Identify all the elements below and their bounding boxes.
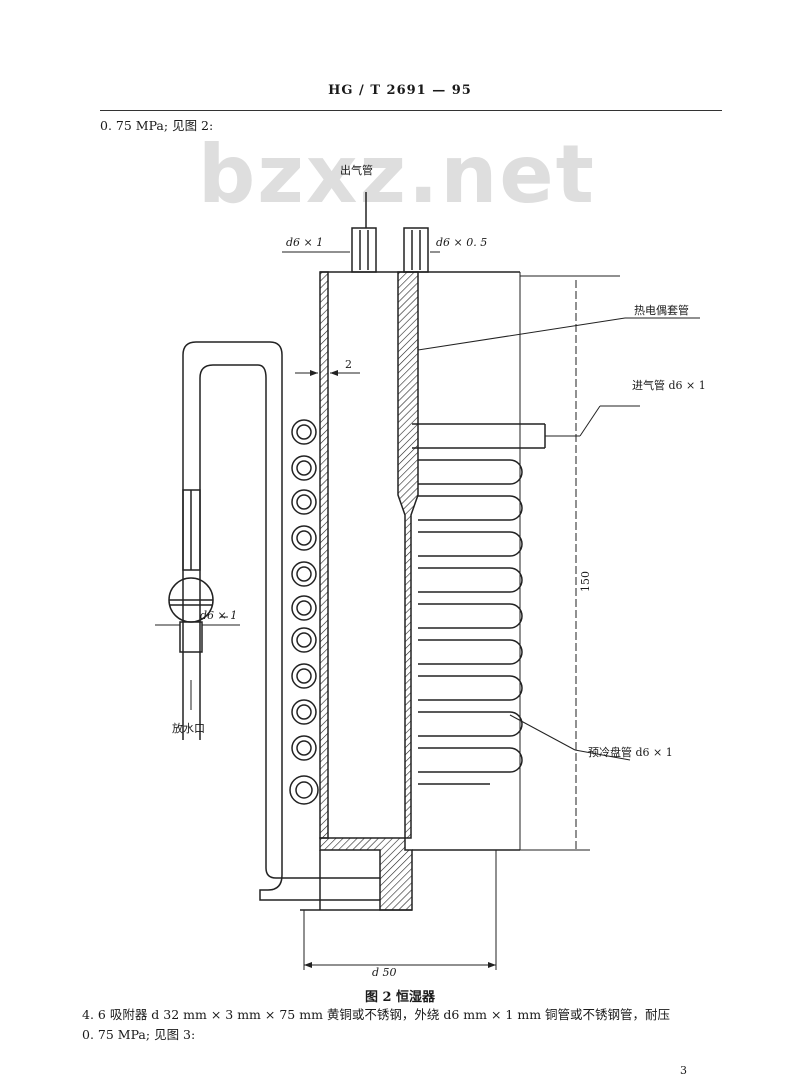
label-pipe-left-size: d6 × 1: [286, 236, 324, 249]
paragraph-4-6-line2: 0. 75 MPa; 见图 3:: [82, 1027, 196, 1042]
label-thermocouple-sleeve: 热电偶套管: [634, 304, 689, 317]
paragraph-4-6-line1: 4. 6 吸附器 d 32 mm × 3 mm × 75 mm 黄铜或不锈钢，外…: [82, 1007, 671, 1022]
page-number: 3: [680, 1064, 687, 1077]
figure-caption: 图 2 恒湿器: [364, 990, 436, 1005]
label-drain-pipe-size: d6 × 1: [200, 609, 238, 622]
label-pipe-right-size: d6 × 0. 5: [436, 236, 488, 249]
intro-line: 0. 75 MPa; 见图 2:: [100, 118, 214, 133]
label-wall-thickness: 2: [345, 358, 352, 371]
header-rule: [100, 110, 722, 111]
label-height-dimension: 150: [579, 571, 592, 592]
label-inlet-pipe: 进气管 d6 × 1: [632, 379, 706, 392]
label-diameter-dimension: d 50: [372, 966, 397, 979]
label-precool-coil: 预冷盘管 d6 × 1: [588, 746, 673, 759]
watermark: bzxz.net: [198, 128, 596, 221]
label-drain-outlet: 放水口: [172, 722, 205, 735]
label-outlet-pipe: 出气管: [340, 164, 373, 177]
standard-header: HG / T 2691 — 95: [328, 83, 472, 98]
